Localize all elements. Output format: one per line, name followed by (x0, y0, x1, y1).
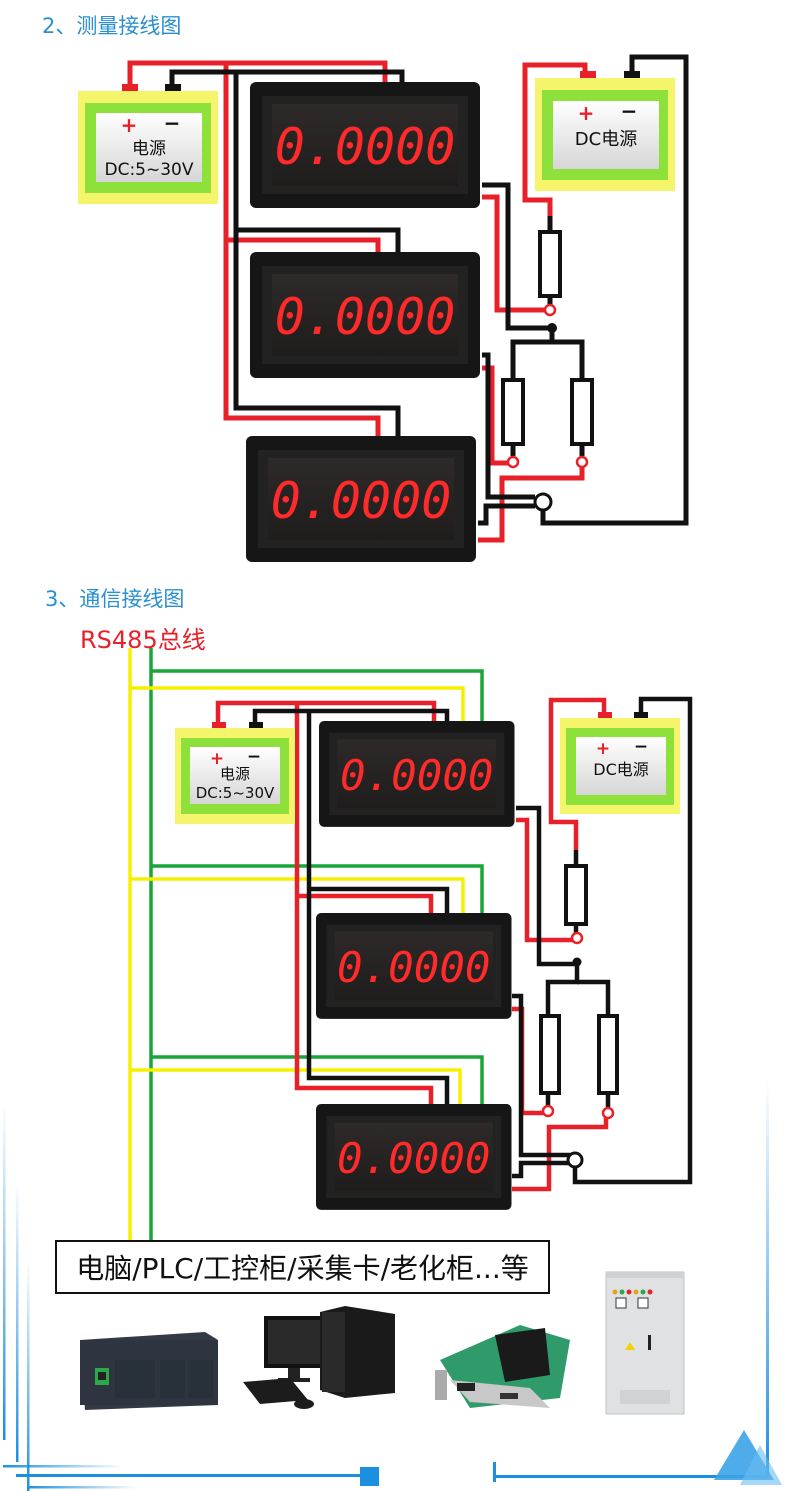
psu-label: DC电源 (575, 129, 637, 150)
communication-section-title: 3、通信接线图 (45, 587, 185, 611)
junction-node (547, 323, 557, 333)
measurement-diagram: + − 电源 DC:5~30V + − DC电源 0.0000 0.0000 (78, 54, 689, 562)
psu-label: 电源 (220, 765, 250, 783)
communication-diagram: + − 电源 DC:5~30V + − DC电源 0.0000 0.0000 (128, 648, 693, 1240)
terminal-node (601, 1106, 615, 1120)
terminal-node (506, 455, 520, 469)
meter-display: 0.0000 (275, 118, 456, 176)
psu-label: 电源 (132, 139, 166, 159)
minus-sign: − (164, 111, 181, 135)
black-wires (252, 696, 693, 1185)
resistor (501, 378, 525, 446)
acquisition-card-icon (435, 1325, 570, 1408)
meter-display: 0.0000 (340, 751, 494, 800)
blue-square-icon (360, 1467, 379, 1486)
psu-label: DC电源 (593, 760, 649, 779)
resistor (570, 378, 594, 446)
plus-sign: + (121, 113, 138, 137)
psu-voltage: DC:5~30V (196, 784, 275, 802)
resistor (597, 1014, 619, 1095)
desktop-computer-icon (243, 1306, 395, 1409)
resistor (539, 1014, 561, 1095)
plc-icon (80, 1332, 218, 1410)
measurement-section-title: 2、测量接线图 (42, 14, 182, 38)
terminal-node (566, 1151, 584, 1169)
devices-caption-box: 电脑/PLC/工控柜/采集卡/老化柜...等 (55, 1240, 550, 1294)
rs485-wires (128, 648, 484, 1240)
terminal-node (543, 303, 557, 317)
terminal-node (533, 492, 553, 512)
meter-display: 0.0000 (275, 288, 456, 346)
panel-meter: 0.0000 (316, 1104, 512, 1210)
power-supply-dc: + − DC电源 (535, 71, 675, 191)
resistor (564, 864, 588, 926)
power-supply-meter: + − 电源 DC:5~30V (78, 84, 218, 204)
control-cabinet-icon (605, 1271, 685, 1415)
meter-display: 0.0000 (271, 472, 452, 530)
power-supply-dc: + − DC电源 (560, 712, 680, 814)
terminal-node (575, 455, 589, 469)
panel-meter: 0.0000 (250, 82, 480, 208)
meter-display: 0.0000 (337, 943, 491, 992)
panel-meter: 0.0000 (316, 913, 512, 1019)
devices-caption: 电脑/PLC/工控柜/采集卡/老化柜...等 (76, 1252, 529, 1285)
plus-sign: + (578, 101, 595, 125)
decorative-frame (3, 1080, 782, 1491)
minus-sign: − (621, 99, 638, 123)
meter-display: 0.0000 (337, 1134, 491, 1183)
plus-sign: + (596, 739, 610, 759)
minus-sign: − (634, 737, 648, 757)
psu-voltage: DC:5~30V (104, 160, 193, 180)
resistor (538, 230, 562, 298)
terminal-node (570, 931, 584, 945)
rs485-bus-label: RS485总线 (80, 626, 206, 654)
plus-sign: + (210, 749, 224, 769)
panel-meter: 0.0000 (319, 721, 515, 827)
junction-node (572, 957, 582, 967)
terminal-node (541, 1104, 555, 1118)
power-supply-meter: + − 电源 DC:5~30V (175, 722, 295, 824)
black-wires (169, 54, 689, 526)
panel-meter: 0.0000 (250, 252, 480, 378)
minus-sign: − (247, 747, 261, 767)
panel-meter: 0.0000 (246, 436, 476, 562)
